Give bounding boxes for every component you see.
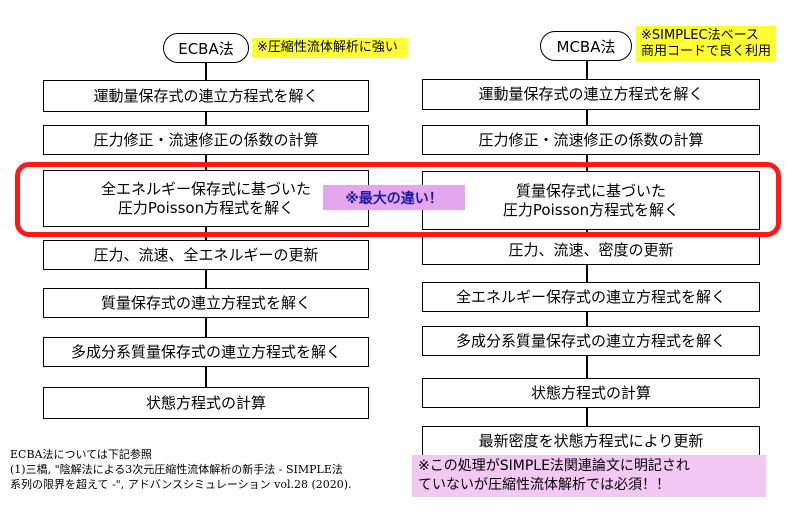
difference-label-text: ※最大の違い！ — [345, 190, 443, 207]
left-step-update-text: 圧力、流速、全エネルギーの更新 — [93, 245, 319, 264]
right-footnote-line2: ていないが圧縮性流体解析では必須！！ — [418, 477, 670, 493]
right-connector-8 — [586, 408, 588, 426]
right-step-multicomponent-text: 多成分系質量保存式の連立方程式を解く — [455, 331, 726, 350]
left-step-mass-text: 質量保存式の連立方程式を解く — [100, 293, 311, 312]
right-footnote-line1: ※この処理がSIMPLE法関連論文に明記され — [418, 458, 690, 474]
left-step-pressure-correction-text: 圧力修正・流速修正の係数の計算 — [93, 130, 319, 149]
ecba-note-text: ※圧縮性流体解析に強い — [257, 40, 398, 55]
mcba-title-label: MCBA法 — [556, 37, 616, 56]
right-step-update-text: 圧力、流速、密度の更新 — [508, 240, 674, 259]
right-connector-7 — [586, 356, 588, 378]
right-step-momentum-text: 運動量保存式の連立方程式を解く — [478, 85, 704, 103]
right-connector-6 — [586, 312, 588, 326]
left-step-multicomponent-text: 多成分系質量保存式の連立方程式を解く — [70, 342, 341, 361]
mcba-note: ※SIMPLEC法ベース 商用コードで良く利用 — [636, 26, 776, 62]
ecba-note: ※圧縮性流体解析に強い — [252, 38, 408, 58]
left-step-pressure-correction: 圧力修正・流速修正の係数の計算 — [43, 125, 369, 155]
left-connector-5 — [205, 270, 207, 288]
right-step-pressure-correction-text: 圧力修正・流速修正の係数の計算 — [478, 130, 704, 149]
right-footnote: ※この処理がSIMPLE法関連論文に明記され ていないが圧縮性流体解析では必須！… — [412, 455, 766, 497]
left-step-mass: 質量保存式の連立方程式を解く — [43, 288, 369, 318]
right-connector-5 — [586, 265, 588, 282]
ecba-title: ECBA法 — [163, 33, 249, 63]
left-connector-6 — [205, 318, 207, 337]
reference-line2: (1)三橋, "陰解法による3次元圧縮性流体解析の新手法 - SIMPLE法 — [10, 463, 343, 476]
right-step-poisson-line1: 質量保存式に基づいた — [515, 181, 666, 200]
right-step-momentum: 運動量保存式の連立方程式を解く — [422, 79, 760, 110]
left-step-eos: 状態方程式の計算 — [43, 387, 369, 419]
left-step-poisson: 全エネルギー保存式に基づいた 圧力Poisson方程式を解く — [43, 170, 369, 227]
left-step-update: 圧力、流速、全エネルギーの更新 — [43, 240, 369, 270]
reference-line3: 系列の限界を超えて -", アドバンスシミュレーション vol.28 (2020… — [10, 478, 352, 491]
right-step-energy: 全エネルギー保存式の連立方程式を解く — [422, 282, 760, 312]
right-step-eos-text: 状態方程式の計算 — [530, 383, 651, 402]
right-connector-2 — [586, 110, 588, 125]
right-step-density-update: 最新密度を状態方程式により更新 — [422, 426, 760, 456]
right-connector-1 — [586, 61, 588, 79]
left-connector-1 — [205, 63, 207, 80]
left-connector-2 — [205, 112, 207, 125]
left-step-momentum: 運動量保存式の連立方程式を解く — [43, 80, 369, 112]
right-step-poisson: 質量保存式に基づいた 圧力Poisson方程式を解く — [422, 171, 760, 230]
right-step-multicomponent: 多成分系質量保存式の連立方程式を解く — [422, 326, 760, 356]
left-step-multicomponent: 多成分系質量保存式の連立方程式を解く — [43, 337, 369, 367]
right-step-eos: 状態方程式の計算 — [422, 378, 760, 408]
left-connector-7 — [205, 367, 207, 387]
ecba-title-label: ECBA法 — [178, 39, 234, 58]
mcba-note-line1: ※SIMPLEC法ベース — [641, 28, 759, 43]
difference-highlight-frame — [15, 162, 781, 237]
right-step-energy-text: 全エネルギー保存式の連立方程式を解く — [455, 287, 726, 306]
right-step-update: 圧力、流速、密度の更新 — [422, 235, 760, 265]
right-step-pressure-correction: 圧力修正・流速修正の係数の計算 — [422, 125, 760, 155]
left-step-momentum-text: 運動量保存式の連立方程式を解く — [93, 86, 319, 105]
left-step-poisson-line1: 全エネルギー保存式に基づいた — [100, 179, 311, 198]
left-step-poisson-line2: 圧力Poisson方程式を解く — [117, 198, 295, 217]
mcba-title: MCBA法 — [540, 31, 632, 61]
right-step-poisson-line2: 圧力Poisson方程式を解く — [502, 200, 680, 219]
difference-label: ※最大の違い！ — [323, 185, 465, 210]
mcba-note-line2: 商用コードで良く利用 — [641, 44, 772, 59]
reference-note: ECBA法については下記参照 (1)三橋, "陰解法による3次元圧縮性流体解析の… — [10, 447, 405, 495]
reference-line1: ECBA法については下記参照 — [10, 448, 152, 461]
right-step-density-update-text: 最新密度を状態方程式により更新 — [478, 431, 704, 450]
left-step-eos-text: 状態方程式の計算 — [145, 393, 266, 412]
